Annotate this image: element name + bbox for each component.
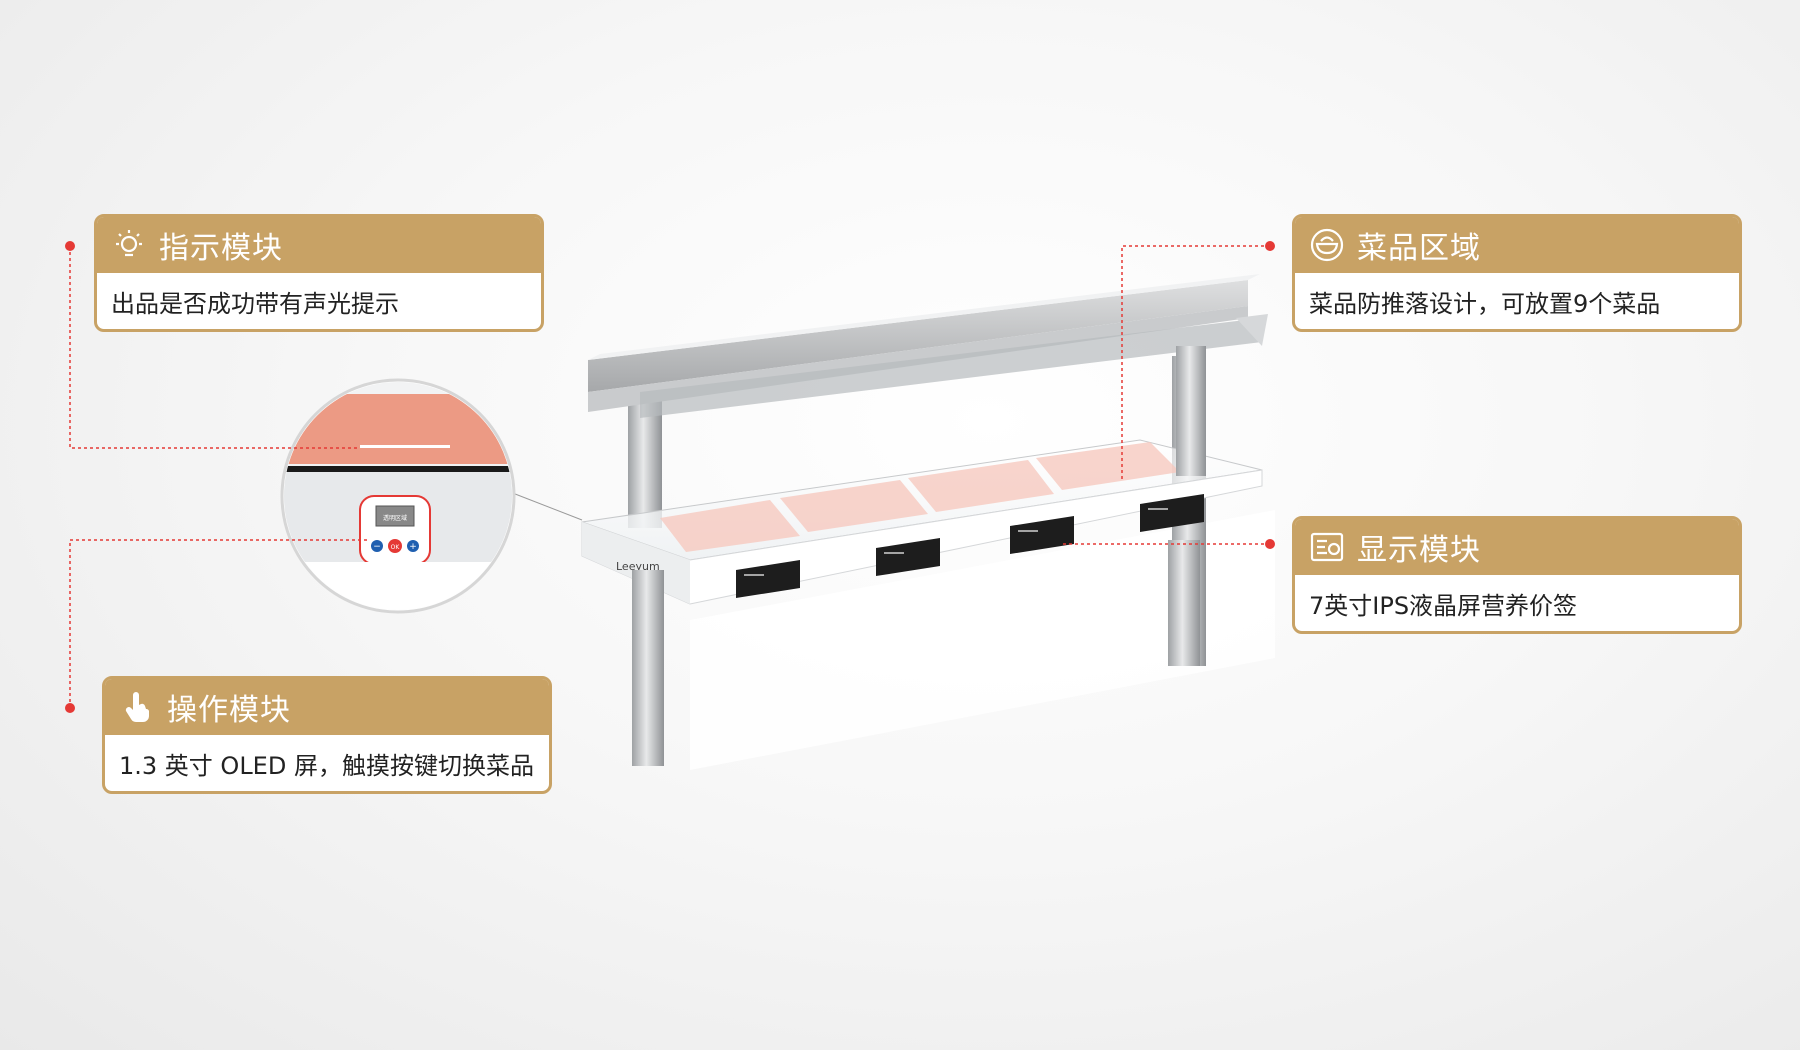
indicator-module-title: 指示模块	[159, 231, 283, 266]
indicator-module-card: 指示模块 出品是否成功带有声光提示	[94, 214, 544, 332]
oled-screen-label: 透明区域	[383, 514, 407, 522]
dish-area-header: 菜品区域	[1295, 217, 1739, 273]
operation-module-desc: 1.3 英寸 OLED 屏，触摸按键切换菜品	[119, 751, 534, 780]
ok-key: OK	[391, 544, 401, 551]
touch-icon	[119, 689, 155, 725]
dish-area-card: 菜品区域 菜品防推落设计，可放置9个菜品	[1292, 214, 1742, 332]
operation-module-header: 操作模块	[105, 679, 549, 735]
plus-key: +	[409, 542, 417, 552]
minus-key: −	[373, 542, 381, 552]
bowl-icon	[1309, 227, 1345, 263]
display-module-header: 显示模块	[1295, 519, 1739, 575]
display-module-desc: 7英寸IPS液晶屏营养价签	[1309, 591, 1578, 620]
dish-area-desc: 菜品防推落设计，可放置9个菜品	[1309, 289, 1661, 318]
operation-module-title: 操作模块	[167, 693, 291, 728]
indicator-module-desc: 出品是否成功带有声光提示	[111, 289, 399, 318]
indicator-module-header: 指示模块	[97, 217, 541, 273]
screen-icon	[1309, 529, 1345, 565]
brand-logo: Leeyum	[616, 560, 660, 573]
operation-module-card: 操作模块 1.3 英寸 OLED 屏，触摸按键切换菜品	[102, 676, 552, 794]
bulb-icon	[111, 227, 147, 263]
display-module-title: 显示模块	[1357, 533, 1481, 568]
display-module-card: 显示模块 7英寸IPS液晶屏营养价签	[1292, 516, 1742, 634]
dish-area-title: 菜品区域	[1357, 231, 1481, 266]
